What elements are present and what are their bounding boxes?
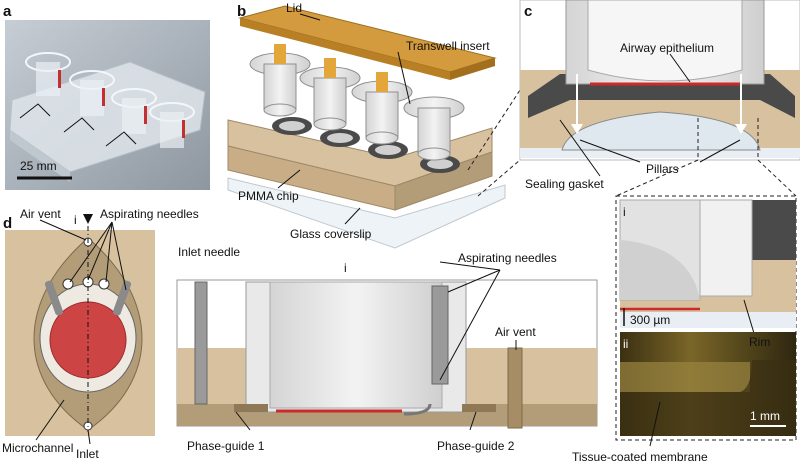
inset-label-ii: ii [623, 337, 628, 351]
panel-label-b: b [237, 3, 246, 20]
inset-label-i: i [623, 205, 626, 219]
section-i-diagram [176, 261, 598, 431]
label-rim: Rim [749, 335, 770, 349]
panel-b-diagram [227, 5, 521, 249]
label-aspirating-needles-d: Aspirating needles [100, 207, 199, 221]
label-lid: Lid [286, 1, 302, 15]
label-airway-epithelium: Airway epithelium [620, 41, 714, 55]
section-marker-i: i [74, 213, 77, 227]
label-sealing-gasket: Sealing gasket [525, 177, 604, 191]
photo-transwell-2 [69, 70, 115, 116]
panel-a-photo: 25 mm [5, 20, 210, 190]
panel-d-diagram [5, 214, 155, 445]
label-pmma-chip: PMMA chip [238, 189, 299, 203]
inset-i-diagram [619, 199, 796, 341]
label-glass-coverslip: Glass coverslip [290, 227, 372, 241]
label-phase-guide-1: Phase-guide 1 [187, 439, 265, 453]
label-tissue-membrane: Tissue-coated membrane [572, 450, 708, 464]
photo-transwell-4 [149, 102, 195, 148]
label-inlet: Inlet [76, 447, 99, 461]
label-inlet-needle: Inlet needle [178, 245, 240, 259]
panel-label-d: d [3, 215, 12, 232]
label-pillars: Pillars [646, 162, 679, 176]
label-air-vent-d: Air vent [20, 207, 61, 221]
label-transwell-insert: Transwell insert [406, 39, 490, 53]
section-arrow-icon [83, 214, 93, 224]
inset-ii-micrograph [620, 332, 796, 447]
label-air-vent-section: Air vent [495, 325, 536, 339]
scale-label-300um: 300 µm [630, 313, 670, 327]
photo-transwell-3 [111, 88, 157, 134]
label-phase-guide-2: Phase-guide 2 [437, 439, 515, 453]
scale-label-1mm: 1 mm [750, 409, 780, 423]
panel-label-c: c [524, 3, 532, 20]
label-microchannel: Microchannel [2, 441, 73, 455]
section-label-i: i [344, 261, 347, 275]
panel-c-diagram [519, 0, 800, 197]
scale-label-25mm: 25 mm [20, 159, 57, 173]
label-aspirating-needles-section: Aspirating needles [458, 251, 557, 265]
panel-label-a: a [3, 3, 12, 20]
photo-transwell-1 [25, 52, 71, 96]
